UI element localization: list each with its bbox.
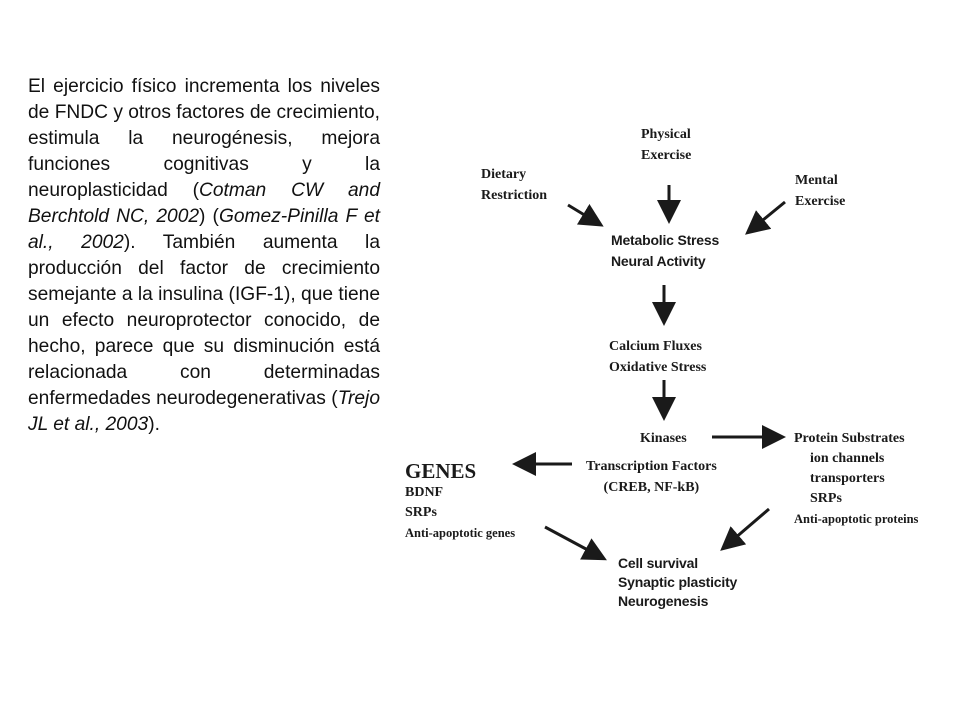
metabolic-stress-node: Metabolic Stress Neural Activity (611, 232, 720, 269)
physical-exercise-node: Physical Exercise (641, 127, 692, 163)
dietary-restriction-node: Dietary Restriction (481, 167, 548, 203)
arrow-dietary-to-metabolic (567, 203, 604, 227)
kinases-node: Kinases (640, 431, 687, 446)
genes-node: GENES BDNF SRPs Anti-apoptotic genes (405, 459, 516, 540)
calcium-fluxes-node: Calcium Fluxes Oxidative Stress (609, 339, 707, 375)
mental-exercise-node: Mental Exercise (795, 173, 846, 209)
paragraph-text: ) ( (199, 206, 219, 227)
paragraph-text: El ejercicio físico incrementa los nivel… (28, 76, 380, 201)
protein-substrates-node: Protein Substrates ion channels transpor… (794, 431, 919, 526)
paragraph-text: ). (148, 414, 160, 435)
citation-gomez-pinilla: Gomez-Pinilla F et al., 2002 (28, 206, 380, 253)
citation-trejo: Trejo JL et al., 2003 (28, 388, 380, 435)
arrow-genes-to-outcomes (544, 525, 607, 561)
citation-cotman: Cotman CW and Berchtold NC, 2002 (28, 180, 380, 227)
arrow-mental-to-metabolic (745, 200, 786, 235)
transcription-factors-node: Transcription Factors (CREB, NF-kB) (586, 459, 717, 495)
outcomes-node: Cell survival Synaptic plasticity Neurog… (618, 555, 738, 609)
body-paragraph: El ejercicio físico incrementa los nivel… (28, 74, 380, 438)
paragraph-text: ). También aumenta la producción del fac… (28, 232, 380, 409)
arrow-protein-to-outcomes (720, 507, 770, 551)
